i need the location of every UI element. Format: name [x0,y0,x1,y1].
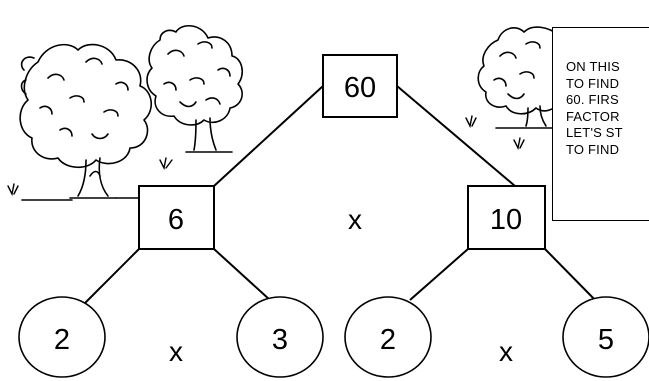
factor-left-value: 6 [168,204,184,236]
grass-tuft-icon [465,115,477,129]
factor-node-right: 10 [467,185,546,250]
edge-60-6 [213,85,324,187]
edge-60-10 [396,85,516,187]
multiply-sign-left: x [169,336,183,367]
root-value: 60 [344,72,376,104]
edge-10-5 [544,248,601,306]
prime-node: 5 [562,296,649,378]
note-line: FACTOR [566,108,620,124]
tree-icon [146,25,244,153]
tree-icon [19,43,152,201]
grass-tuft-icon [513,137,525,151]
prime-value: 3 [272,324,288,356]
factor-right-value: 10 [490,204,522,236]
grass-tuft-icon [159,157,173,171]
tree-icon [477,26,561,129]
prime-node: 3 [236,296,324,378]
edge-6-3 [213,248,271,301]
note-line: ON THIS [566,59,620,74]
note-line: LET'S ST [566,125,623,140]
multiply-sign-level1: x [348,204,362,235]
edge-6-2 [79,248,140,309]
prime-node: 2 [18,296,106,378]
prime-node: 2 [344,296,432,378]
grass-tuft-icon [7,183,19,197]
instruction-note: ON THIS TO FIND 60. FIRS FACTOR LET'S ST… [552,27,649,221]
prime-value: 2 [380,324,396,356]
edge-10-2 [409,248,469,301]
multiply-sign-right: x [499,336,513,367]
root-node: 60 [322,54,398,118]
note-line: TO FIND [566,141,620,157]
note-line: 60. FIRS [566,92,619,107]
prime-value: 5 [598,324,614,356]
note-line: TO FIND [566,75,620,91]
tree-connectors [79,85,601,309]
prime-value: 2 [54,324,70,356]
factor-node-left: 6 [138,185,215,250]
